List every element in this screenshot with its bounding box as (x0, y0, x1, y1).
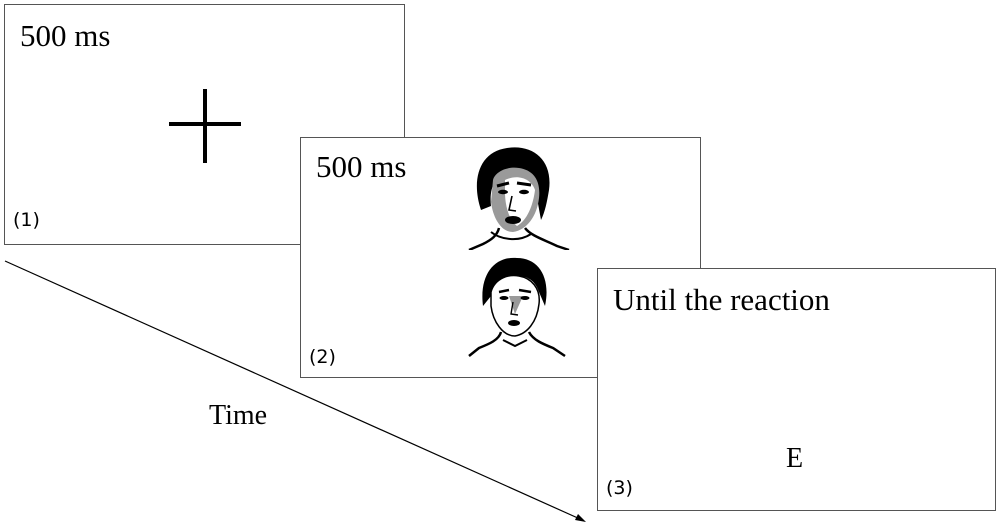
panel-1-duration: 500 ms (20, 18, 111, 53)
panel-target: Until the reaction E (3) (597, 268, 996, 511)
panel-1-label: (1) (13, 209, 40, 231)
target-letter: E (786, 443, 804, 474)
panel-2-label: (2) (309, 346, 336, 368)
face-bottom-icon (468, 257, 566, 358)
fixation-cross-vertical (203, 89, 207, 163)
panel-3-duration: Until the reaction (613, 282, 830, 317)
time-label: Time (209, 400, 268, 431)
face-top-icon (468, 147, 570, 250)
panel-2-duration: 500 ms (316, 149, 407, 184)
panel-3-label: (3) (606, 477, 633, 499)
